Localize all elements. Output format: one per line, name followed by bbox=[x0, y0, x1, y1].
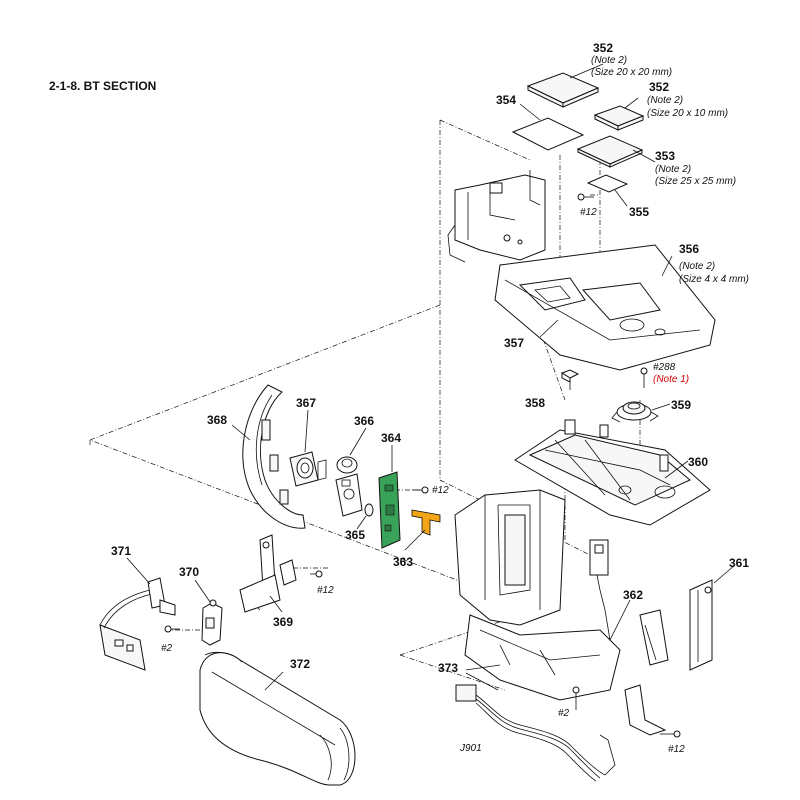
note-353: (Note 2) bbox=[655, 164, 691, 175]
size-352-small: (Size 20 x 10 mm) bbox=[647, 108, 728, 119]
label-370: 370 bbox=[179, 565, 199, 579]
thermal-sheet-352-large bbox=[526, 72, 600, 108]
bracket-361 bbox=[624, 579, 713, 736]
size-352-large: (Size 20 x 20 mm) bbox=[591, 67, 672, 78]
screw-12-top bbox=[577, 193, 594, 201]
label-354: 354 bbox=[496, 93, 516, 107]
section-title: 2-1-8. BT SECTION bbox=[49, 79, 156, 93]
label-356: 356 bbox=[679, 242, 699, 256]
screw-label-361: #12 bbox=[668, 744, 685, 755]
label-359: 359 bbox=[671, 398, 691, 412]
cover-372 bbox=[199, 651, 356, 786]
screw-2-left bbox=[164, 625, 180, 633]
label-352-large: 352 bbox=[593, 41, 613, 55]
thermal-sheet-353 bbox=[576, 135, 644, 168]
label-368: 368 bbox=[207, 413, 227, 427]
label-373: 373 bbox=[438, 661, 458, 675]
leader-lines bbox=[126, 63, 736, 691]
cable-371 bbox=[99, 577, 176, 671]
thermal-sheet-354 bbox=[511, 117, 585, 151]
size-353: (Size 25 x 25 mm) bbox=[655, 176, 736, 187]
screw-2-bottom bbox=[572, 686, 580, 710]
flex-363 bbox=[411, 509, 441, 536]
chassis-360 bbox=[514, 419, 711, 526]
screw-label-373: #2 bbox=[558, 708, 570, 719]
size-356: (Size 4 x 4 mm) bbox=[679, 274, 749, 285]
circuit-board-364 bbox=[378, 471, 401, 549]
label-367: 367 bbox=[296, 396, 316, 410]
screw-12-369 bbox=[310, 570, 323, 578]
note-356: (Note 2) bbox=[679, 261, 715, 272]
thermal-sheet-352-small bbox=[593, 105, 645, 131]
part-359 bbox=[611, 401, 659, 423]
label-355: 355 bbox=[629, 205, 649, 219]
thermal-sheet-355 bbox=[586, 174, 629, 193]
label-360: 360 bbox=[688, 455, 708, 469]
screw-label-mid: #12 bbox=[432, 485, 449, 496]
label-353: 353 bbox=[655, 149, 675, 163]
bracket-369 bbox=[239, 534, 297, 613]
part-366 bbox=[335, 456, 363, 517]
frame-362 bbox=[454, 489, 621, 701]
shield-frame-357 bbox=[447, 170, 716, 371]
label-365: 365 bbox=[345, 528, 365, 542]
flex-cable-j901 bbox=[455, 684, 616, 782]
label-357: 357 bbox=[504, 336, 524, 350]
screw-288 bbox=[640, 367, 648, 388]
part-365 bbox=[364, 503, 374, 517]
label-372: 372 bbox=[290, 657, 310, 671]
note-352-large: (Note 2) bbox=[591, 55, 627, 66]
screw-label-369: #12 bbox=[317, 585, 334, 596]
screw-12-bottom-right bbox=[660, 730, 681, 738]
part-358 bbox=[560, 369, 580, 383]
part-370 bbox=[201, 599, 223, 646]
label-352-small: 352 bbox=[649, 80, 669, 94]
part-367 bbox=[289, 451, 327, 487]
label-j901: J901 bbox=[459, 743, 482, 754]
label-369: 369 bbox=[273, 615, 293, 629]
label-361: 361 bbox=[729, 556, 749, 570]
screw-label-288: #288 bbox=[653, 362, 676, 373]
callout-labels: 352 (Note 2) (Size 20 x 20 mm) 352 (Note… bbox=[111, 41, 749, 755]
label-362: 362 bbox=[623, 588, 643, 602]
label-363: 363 bbox=[393, 555, 413, 569]
grip-368 bbox=[242, 384, 306, 529]
screw-label-top: #12 bbox=[580, 207, 597, 218]
note-1-359: (Note 1) bbox=[653, 374, 689, 385]
label-364: 364 bbox=[381, 431, 401, 445]
label-366: 366 bbox=[354, 414, 374, 428]
label-371: 371 bbox=[111, 544, 131, 558]
label-358: 358 bbox=[525, 396, 545, 410]
screw-label-371: #2 bbox=[161, 643, 173, 654]
screw-12-mid bbox=[412, 486, 429, 494]
note-352-small: (Note 2) bbox=[647, 95, 683, 106]
